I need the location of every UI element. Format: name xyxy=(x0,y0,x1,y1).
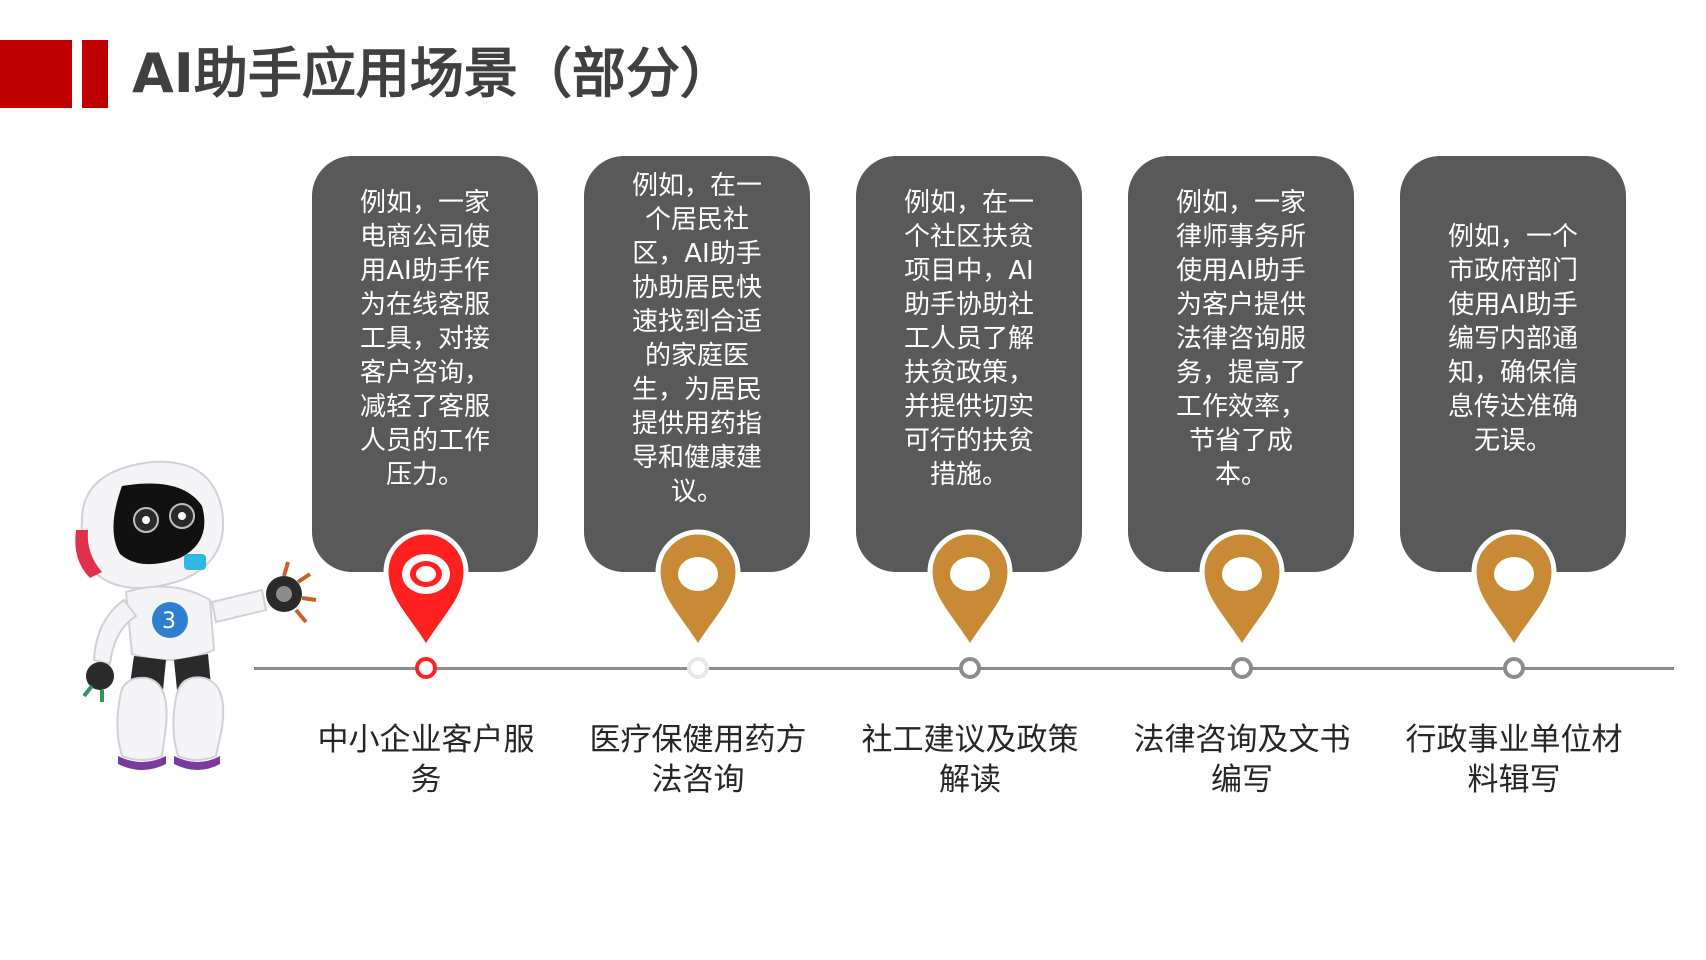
scenario-label: 社工建议及政策解读 xyxy=(861,722,1079,798)
timeline-node xyxy=(415,657,437,679)
location-pin-icon xyxy=(383,529,469,652)
scenario-label: 中小企业客户服务 xyxy=(317,722,535,798)
scenario-description: 例如，在一个社区扶贫项目中，AI助手协助社工人员了解扶贫政策，并提供切实可行的扶… xyxy=(903,188,1034,490)
timeline-node xyxy=(1503,657,1525,679)
page-title: AI助手应用场景（部分） xyxy=(132,42,734,105)
svg-text:3: 3 xyxy=(162,609,176,634)
scenario-description: 例如，一家律师事务所使用AI助手为客户提供法律咨询服务，提高了工作效率，节省了成… xyxy=(1175,188,1306,490)
scenario-card-4: 例如，一家律师事务所使用AI助手为客户提供法律咨询服务，提高了工作效率，节省了成… xyxy=(1128,156,1354,572)
robot-illustration: 3 xyxy=(75,460,317,770)
scenario-card-5: 例如，一个市政府部门使用AI助手编写内部通知，确保信息传达准确无误。 xyxy=(1400,156,1626,572)
timeline-node xyxy=(687,657,709,679)
scenario-description: 例如，一家电商公司使用AI助手作为在线客服工具，对接客户咨询，减轻了客服人员的工… xyxy=(359,188,490,490)
timeline-node xyxy=(1231,657,1253,679)
scenario-label: 医疗保健用药方法咨询 xyxy=(589,722,807,798)
location-pin-icon xyxy=(927,529,1013,652)
scenario-card-2: 例如，在一个居民社区，AI助手协助居民快速找到合适的家庭医生，为居民提供用药指导… xyxy=(584,156,810,572)
location-pin-icon xyxy=(1471,529,1557,652)
scenario-label: 行政事业单位材料辑写 xyxy=(1405,722,1623,798)
scenario-description: 例如，一个市政府部门使用AI助手编写内部通知，确保信息传达准确无误。 xyxy=(1447,222,1578,456)
location-pin-icon xyxy=(1199,529,1285,652)
scenario-card-1: 例如，一家电商公司使用AI助手作为在线客服工具，对接客户咨询，减轻了客服人员的工… xyxy=(312,156,538,572)
scenario-card-3: 例如，在一个社区扶贫项目中，AI助手协助社工人员了解扶贫政策，并提供切实可行的扶… xyxy=(856,156,1082,572)
timeline-node xyxy=(959,657,981,679)
scenario-label: 法律咨询及文书编写 xyxy=(1133,722,1351,798)
scenario-description: 例如，在一个居民社区，AI助手协助居民快速找到合适的家庭医生，为居民提供用药指导… xyxy=(631,171,762,507)
title-accent-bar-small xyxy=(82,40,108,108)
title-accent-bar xyxy=(0,40,72,108)
location-pin-icon xyxy=(655,529,741,652)
